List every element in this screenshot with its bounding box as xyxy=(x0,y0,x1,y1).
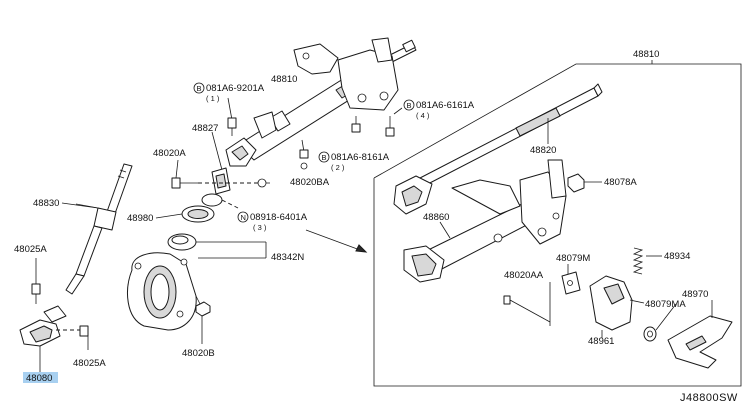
detail-washer-48079ma xyxy=(643,303,677,342)
leader-48020a xyxy=(175,159,179,179)
label-48080[interactable]: 48080 xyxy=(26,373,52,384)
b-marker-9201a-text: B xyxy=(197,84,202,93)
label-48820: 48820 xyxy=(530,145,556,156)
label-48810-mid: 48810 xyxy=(271,74,297,85)
label-48078a: 48078A xyxy=(604,177,637,188)
b-marker-8161a xyxy=(318,151,330,163)
detail-shaft-48820 xyxy=(419,83,603,187)
n-marker-6401a xyxy=(237,211,249,223)
bolt-48025a-top xyxy=(31,258,41,304)
label-48020aa: 48020AA xyxy=(504,270,544,281)
label-48025a-top: 48025A xyxy=(14,244,47,255)
bolt-48025a-bottom xyxy=(56,325,89,350)
label-48830: 48830 xyxy=(33,198,59,209)
leader-48980 xyxy=(155,213,183,219)
detail-bolt-48020aa xyxy=(503,282,551,326)
label-08918-6401a: 08918-6401A xyxy=(250,212,308,223)
bolt-081a6-6161a-right xyxy=(351,107,403,137)
label-48025a-bottom: 48025A xyxy=(73,358,106,369)
b-marker-6161a xyxy=(403,99,415,111)
label-48961: 48961 xyxy=(588,336,614,347)
diagram-code: J48800SW xyxy=(680,392,738,404)
label-48079ma: 48079MA xyxy=(645,299,686,310)
b-marker-9201a xyxy=(193,82,205,94)
highlight-48080 xyxy=(23,372,58,383)
leader-48860 xyxy=(439,221,451,239)
label-48934: 48934 xyxy=(664,251,690,262)
label-48980: 48980 xyxy=(127,213,153,224)
label-48020a: 48020A xyxy=(153,148,186,159)
nut-48020b xyxy=(195,295,211,344)
label-081a6-9201a-qty: ( 1 ) xyxy=(206,94,220,103)
detail-spring-48934 xyxy=(632,247,662,275)
label-48860: 48860 xyxy=(423,212,449,223)
label-48810-top: 48810 xyxy=(633,49,659,60)
detail-nut-48078a xyxy=(567,173,602,193)
steering-column-assembly-top xyxy=(225,37,417,167)
label-081a6-6161a: 081A6-6161A xyxy=(416,100,475,111)
label-48970: 48970 xyxy=(682,289,708,300)
bolt-081a6-8161a xyxy=(299,139,309,170)
lower-shaft-48830 xyxy=(65,163,133,295)
label-48827: 48827 xyxy=(192,123,218,134)
detail-bracket-48970 xyxy=(667,300,733,369)
label-08918-6401a-qty: ( 3 ) xyxy=(253,223,267,232)
universal-joint-48080 xyxy=(19,305,67,372)
bolt-081a6-9201a xyxy=(227,97,237,136)
seal-48980 xyxy=(181,193,239,223)
detail-arrow-line xyxy=(305,229,361,251)
label-48342n: 48342N xyxy=(271,252,304,263)
b-marker-8161a-text: B xyxy=(322,153,327,162)
label-48020b: 48020B xyxy=(182,348,215,359)
detail-column-48860 xyxy=(403,159,567,283)
grommet-48342n xyxy=(127,233,267,331)
label-081a6-6161a-qty: ( 4 ) xyxy=(416,111,430,120)
leader-48830 xyxy=(61,202,99,209)
clip-48827 xyxy=(211,131,231,195)
label-081a6-8161a: 081A6-8161A xyxy=(331,152,390,163)
detail-box-frame xyxy=(373,63,742,387)
b-marker-6161a-text: B xyxy=(407,101,412,110)
label-48079m: 48079M xyxy=(556,253,590,264)
detail-joint-upper xyxy=(393,175,433,215)
detail-plate-48079m xyxy=(561,271,581,295)
label-081a6-9201a: 081A6-9201A xyxy=(206,83,265,94)
label-48020ba: 48020BA xyxy=(290,177,330,188)
detail-arrow-head xyxy=(355,244,368,253)
leader-48079ma xyxy=(629,299,645,304)
detail-lever-48961 xyxy=(589,275,633,338)
n-marker-6401a-text: N xyxy=(241,213,246,222)
label-081a6-8161a-qty: ( 2 ) xyxy=(331,163,345,172)
